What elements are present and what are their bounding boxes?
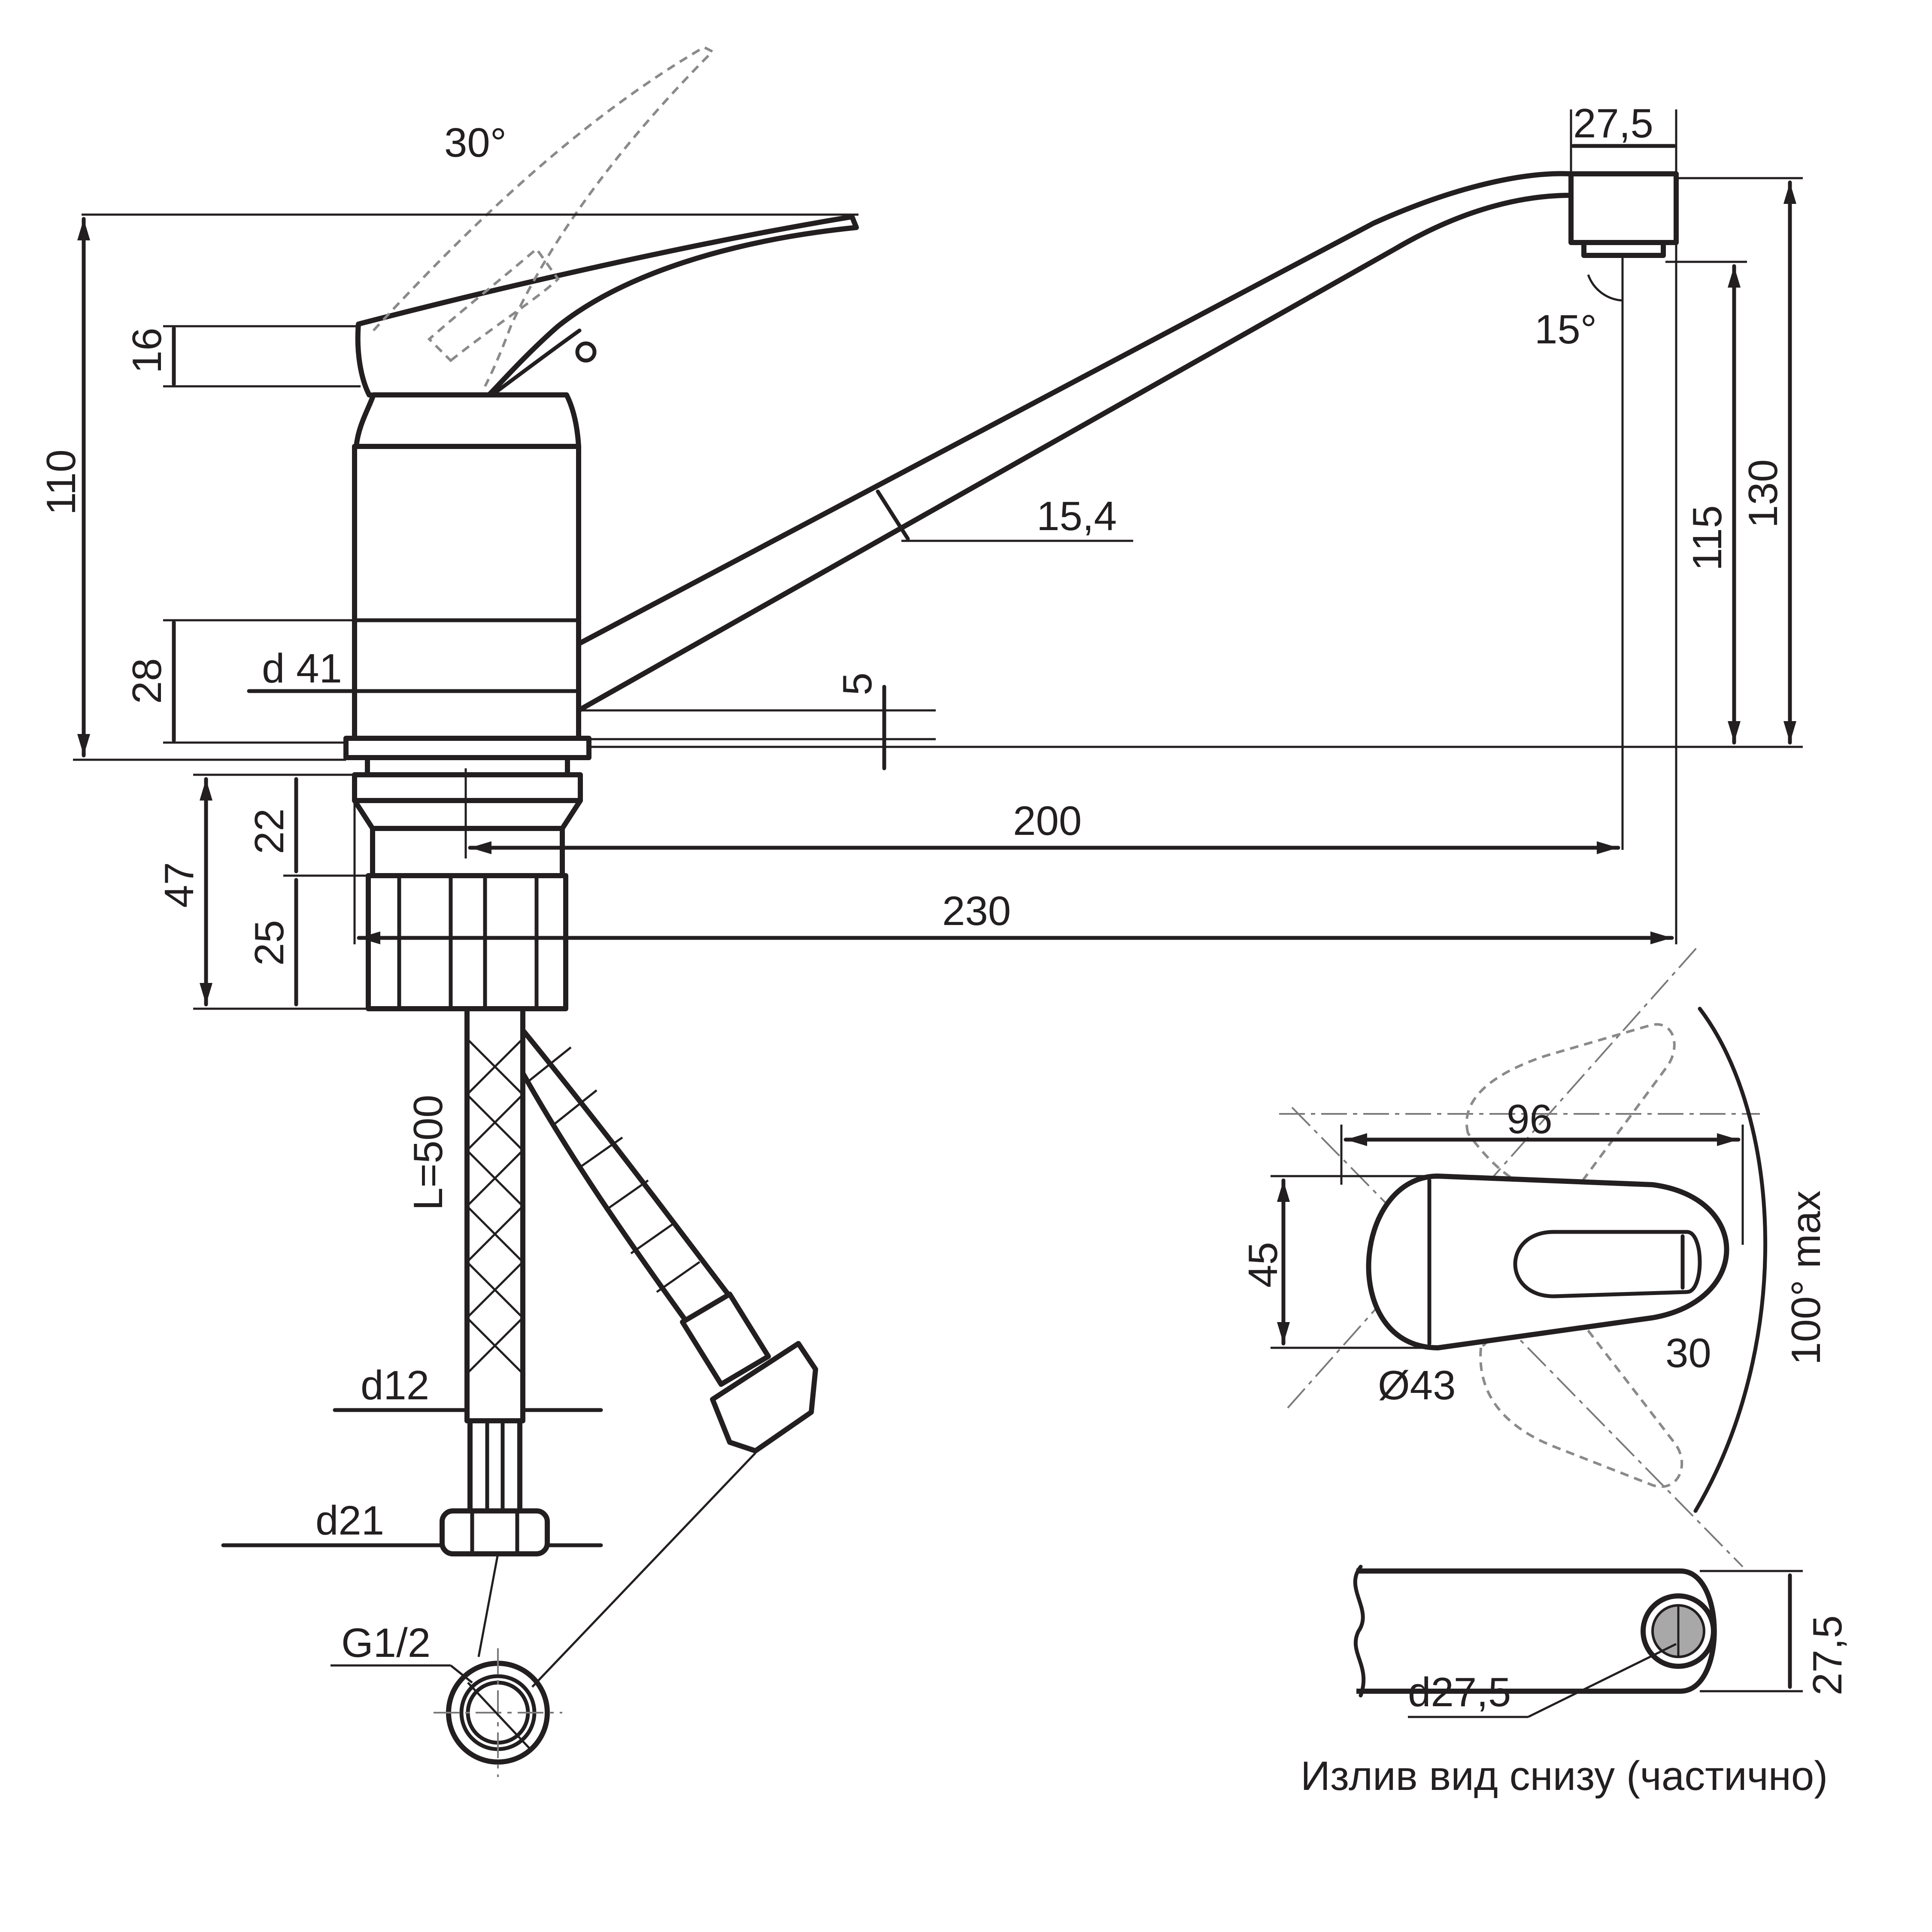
arrowheads	[77, 182, 1796, 1344]
label-lever-width: 45	[1240, 1242, 1286, 1288]
label-nut-diameter: d21	[315, 1498, 384, 1544]
label-handle-angle: 30°	[444, 120, 507, 166]
label-thread-25: 25	[246, 920, 292, 966]
label-lever-length: 96	[1507, 1096, 1553, 1142]
hose-bent	[520, 1028, 818, 1453]
dimension-labels: 30° 16 110 28 d 41 5 15,4 27,5 15° 200 2…	[38, 100, 1850, 1799]
label-thread-47: 47	[156, 862, 202, 908]
dimension-lines	[73, 109, 1803, 1688]
label-spout-height-130: 130	[1740, 459, 1786, 528]
label-total-height: 110	[38, 449, 84, 515]
label-hose-length: L=500	[405, 1095, 451, 1210]
label-body-lower: 28	[124, 658, 170, 704]
label-spout-height-115: 115	[1684, 505, 1730, 571]
label-aerator-angle: 15°	[1535, 306, 1597, 352]
label-thread-size: G1/2	[341, 1620, 431, 1666]
label-handle-height: 16	[124, 328, 170, 373]
label-spout-section-h: 27,5	[1805, 1615, 1850, 1695]
mixer-body	[352, 444, 581, 741]
label-hose-diameter: d12	[361, 1362, 429, 1408]
label-body-diameter: d 41	[262, 646, 342, 692]
lever-handle-raised	[372, 45, 715, 387]
label-aerator-width: 27,5	[1573, 100, 1653, 146]
nut-front-view	[434, 1648, 562, 1777]
hose-straight	[440, 1006, 550, 1556]
spout	[576, 171, 1679, 713]
cartridge-cap	[354, 392, 581, 449]
lever-top-view	[1279, 943, 1760, 1568]
label-spout-section-d: d27,5	[1408, 1669, 1511, 1715]
label-spout-reach-long: 230	[942, 888, 1011, 934]
label-lever-base: Ø43	[1378, 1362, 1456, 1408]
label-spout-reach-short: 200	[1013, 798, 1082, 844]
label-thread-22: 22	[246, 808, 292, 854]
label-spout-gap: 5	[834, 673, 880, 695]
caption-spout-bottom-view: Излив вид снизу (частично)	[1301, 1753, 1828, 1799]
lever-handle	[355, 214, 859, 406]
spout-bottom-view	[1353, 1565, 1803, 1718]
label-lever-slot: 30	[1665, 1330, 1711, 1376]
label-spout-thickness: 15,4	[1037, 493, 1117, 539]
lever-top-dimensions	[1271, 1007, 1768, 1513]
label-rotation: 100° max	[1783, 1190, 1829, 1365]
mounting-assembly	[343, 736, 591, 1011]
